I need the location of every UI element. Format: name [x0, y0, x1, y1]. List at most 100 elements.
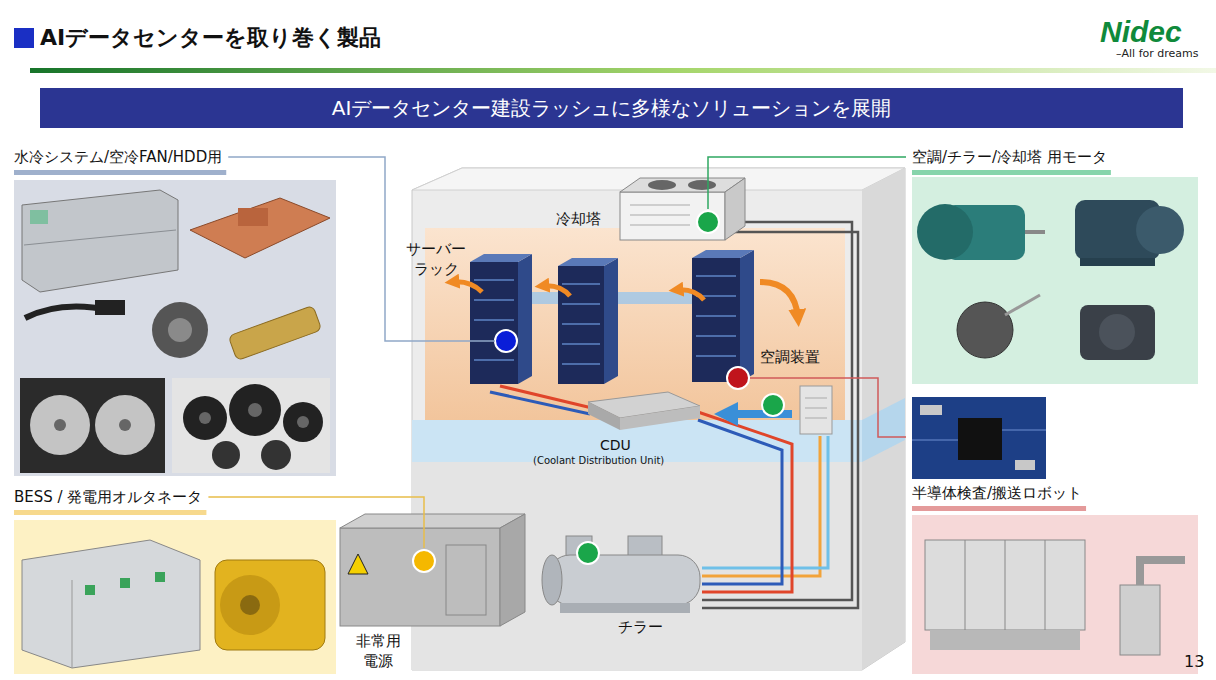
page-number: 13 [1184, 652, 1204, 673]
chassis-line [24, 230, 176, 245]
pipe [698, 412, 792, 592]
cold-air [532, 292, 558, 304]
rack-slot [562, 343, 600, 345]
pipe [698, 420, 782, 584]
chiller-part [628, 536, 662, 556]
part-label: サーバー ラック [404, 240, 468, 279]
server-room [425, 228, 845, 420]
photo-panel [14, 180, 336, 476]
motor-shaft [1005, 295, 1040, 315]
power-door [446, 545, 486, 615]
node-text: 水冷システム/空冷FAN/HDD用 [14, 147, 222, 167]
fan [283, 402, 323, 442]
cooling-tower-side [725, 178, 745, 240]
machine-frame [1045, 540, 1046, 630]
rack-slots [474, 276, 736, 364]
rack-slot [562, 303, 600, 305]
rack-slot [562, 363, 600, 365]
leader-line [208, 497, 424, 548]
rack-slot [474, 279, 514, 281]
rack-slot [562, 283, 600, 285]
machine-base [930, 630, 1080, 650]
motor [1080, 305, 1155, 360]
logo-tagline: –All for dreams [1116, 47, 1198, 61]
heading-underline [912, 170, 1111, 175]
product-panel: 水冷システム/空冷FAN/HDD用 [14, 147, 336, 476]
chip [958, 418, 1002, 460]
marker-dot [495, 330, 517, 352]
tower-vent [630, 205, 690, 206]
header-rule [30, 68, 1216, 73]
container-part [120, 578, 130, 588]
pipe [702, 436, 820, 576]
motor-shaft [1025, 230, 1045, 234]
machine-frame [1005, 540, 1006, 630]
rack-slot [562, 323, 600, 325]
server-rack [692, 258, 740, 382]
motor-end [1099, 314, 1135, 350]
unit-screen [30, 210, 48, 224]
connector [95, 300, 125, 315]
ac-vent [805, 408, 827, 409]
hdd-spindle [119, 419, 131, 431]
motor [957, 302, 1013, 358]
rack-top [692, 250, 754, 258]
marker-dot [727, 367, 749, 389]
part-label: 冷却塔 [556, 210, 601, 230]
pump-hub [168, 318, 192, 342]
heading-underline [912, 506, 1086, 511]
fan-hub [297, 416, 309, 428]
rack-slot [696, 335, 736, 337]
chip-photo [912, 397, 1046, 479]
rack-side [740, 250, 754, 382]
tower-vent [630, 215, 690, 216]
machine-frame [965, 540, 966, 630]
marker-dot [697, 211, 719, 233]
cdu-side [620, 406, 700, 430]
photo-panel [912, 515, 1198, 674]
emergency-power [340, 528, 500, 626]
title-bullet [14, 28, 34, 48]
leader-line [228, 157, 495, 341]
rack-slot [696, 275, 736, 277]
power-side [500, 514, 525, 626]
rack-top [558, 258, 618, 266]
alternator-hub [240, 595, 260, 615]
hot-air-arrow [452, 282, 482, 292]
server-rack [558, 266, 604, 384]
cdu-unit [22, 190, 178, 292]
product-panel: 半導体検査/搬送ロボット [912, 483, 1198, 674]
leader-line [708, 157, 906, 209]
cold-plate [190, 198, 330, 258]
photo-panel [912, 177, 1198, 384]
rack-slot [474, 359, 514, 361]
container-edge [72, 580, 73, 668]
fan [212, 441, 240, 469]
fan-photo [172, 378, 330, 473]
pipe [490, 392, 590, 414]
hdd-spindle [54, 419, 66, 431]
fan-hub [199, 412, 211, 424]
tower-fan [688, 180, 716, 190]
photo-panel [14, 520, 336, 674]
rack-side [604, 258, 618, 384]
robot-arm [1140, 560, 1185, 585]
bess-container [22, 540, 200, 668]
air-conditioner [800, 386, 832, 434]
part-label: チラー [618, 618, 663, 638]
pump [152, 302, 208, 358]
rack-slot [474, 319, 514, 321]
fan [183, 396, 227, 440]
node-text: AIデータセンター建設ラッシュに多様なソリューションを展開 [332, 95, 892, 121]
alternator [215, 560, 325, 650]
tower-vent [630, 225, 690, 226]
hot-air-arrow [676, 290, 704, 300]
board-part [1015, 460, 1035, 470]
cooling-tower-top [620, 178, 745, 192]
part-label: CDU [600, 436, 631, 454]
fan-hub [248, 403, 262, 417]
page-title: AIデータセンターを取り巻く製品 [40, 24, 381, 52]
alternator-end [220, 575, 280, 635]
board-part [920, 405, 942, 415]
product-panel: 空調/チラー/冷却塔 用モータ [912, 147, 1198, 384]
